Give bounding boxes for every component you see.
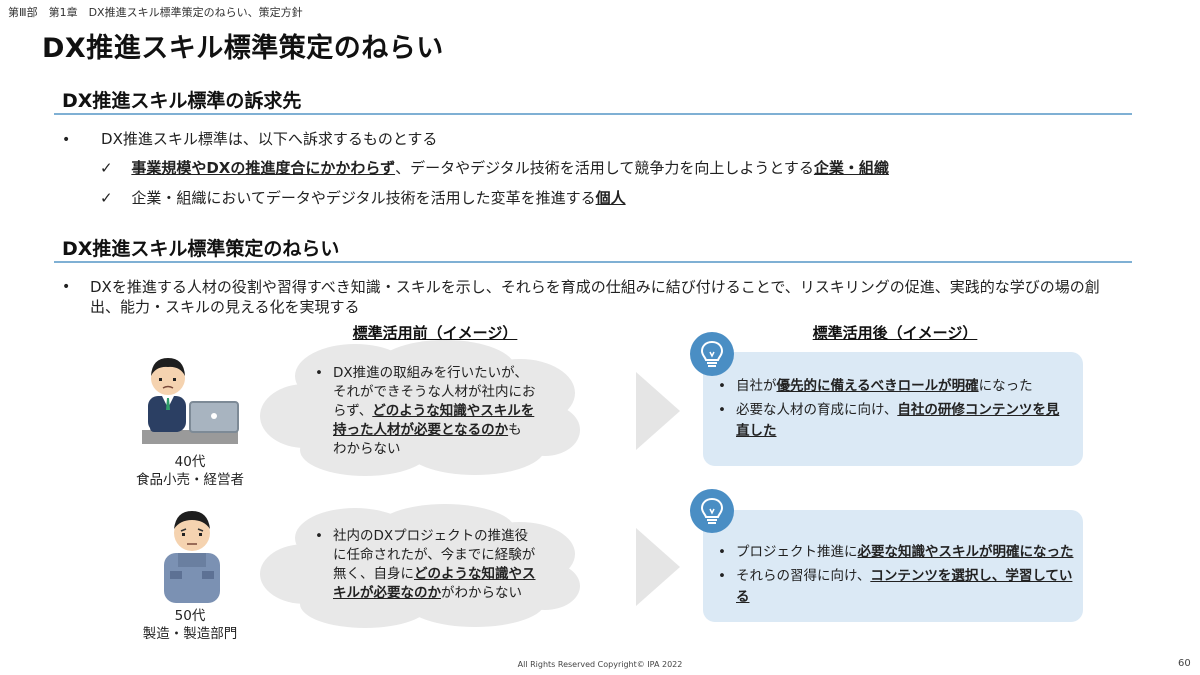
check-item: ✓ 事業規模やDXの推進度合にかかわらず、データやデジタル技術を活用して競争力を… <box>100 157 889 178</box>
section-divider <box>54 113 1132 115</box>
bullet-dot: • <box>315 528 323 544</box>
section-divider <box>54 261 1132 263</box>
after-label: 標準活用後（イメージ） <box>812 324 978 342</box>
bullet-item: • DXを推進する人材の役割や習得すべき知識・スキルを示し、それらを育成の仕組み… <box>62 277 1142 317</box>
after-box <box>703 352 1083 466</box>
bullet-dot: • <box>718 568 726 584</box>
check-item: ✓ 企業・組織においてデータやデジタル技術を活用した変革を推進する個人 <box>100 187 626 208</box>
person-role: 食品小売・経営者 <box>136 472 244 488</box>
section-heading-target: DX推進スキル標準の訴求先 <box>62 90 302 112</box>
thought-cloud <box>255 338 585 482</box>
person-age: 50代 <box>174 608 206 624</box>
bullet-dot: • <box>718 402 726 418</box>
check-text: 事業規模やDXの推進度合にかかわらず、データやデジタル技術を活用して競争力を向上… <box>131 159 889 177</box>
check-icon: ✓ <box>100 159 113 177</box>
person-role: 製造・製造部門 <box>142 626 238 642</box>
breadcrumb: 第Ⅲ部 第1章 DX推進スキル標準策定のねらい、策定方針 <box>8 6 303 19</box>
cloud-text: • DX推進の取組みを行いたいが、 それができそうな人材が社内にお らず、どのよ… <box>315 365 536 457</box>
page-title: DX推進スキル標準策定のねらい <box>42 33 444 64</box>
arrow-right-icon <box>636 372 680 454</box>
bullet-dot: • <box>62 132 71 148</box>
arrow-right-icon <box>636 528 680 610</box>
page-number: 60 <box>1178 658 1191 669</box>
check-text: 企業・組織においてデータやデジタル技術を活用した変革を推進する個人 <box>131 189 626 207</box>
bullet-text: DXを推進する人材の役割や習得すべき知識・スキルを示し、それらを育成の仕組みに結… <box>90 278 1100 316</box>
lightbulb-icon <box>690 332 734 376</box>
bullet-text: DX推進スキル標準は、以下へ訴求するものとする <box>101 130 438 148</box>
before-label: 標準活用前（イメージ） <box>352 324 518 342</box>
bullet-item: • DX推進スキル標準は、以下へ訴求するものとする <box>62 128 437 149</box>
after-text: • プロジェクト推進に必要な知識やスキルが明確になった • それらの習得に向け、… <box>718 544 1074 605</box>
worker-illustration <box>152 505 232 609</box>
businessman-illustration <box>136 350 246 454</box>
thought-cloud <box>255 502 585 636</box>
after-text: • 自社が優先的に備えるべきロールが明確になった • 必要な人材の育成に向け、自… <box>718 378 1060 439</box>
copyright-footer: All Rights Reserved Copyright© IPA 2022 <box>517 660 683 669</box>
section-heading-aim: DX推進スキル標準策定のねらい <box>62 238 340 260</box>
bullet-dot: • <box>62 279 71 295</box>
person-age: 40代 <box>174 454 206 470</box>
bullet-dot: • <box>315 365 323 381</box>
cloud-text: • 社内のDXプロジェクトの推進役 に任命されたが、今までに経験が 無く、自身に… <box>315 528 536 601</box>
check-icon: ✓ <box>100 189 113 207</box>
bullet-dot: • <box>718 378 726 394</box>
lightbulb-icon <box>690 489 734 533</box>
after-box <box>703 510 1083 622</box>
bullet-dot: • <box>718 544 726 560</box>
